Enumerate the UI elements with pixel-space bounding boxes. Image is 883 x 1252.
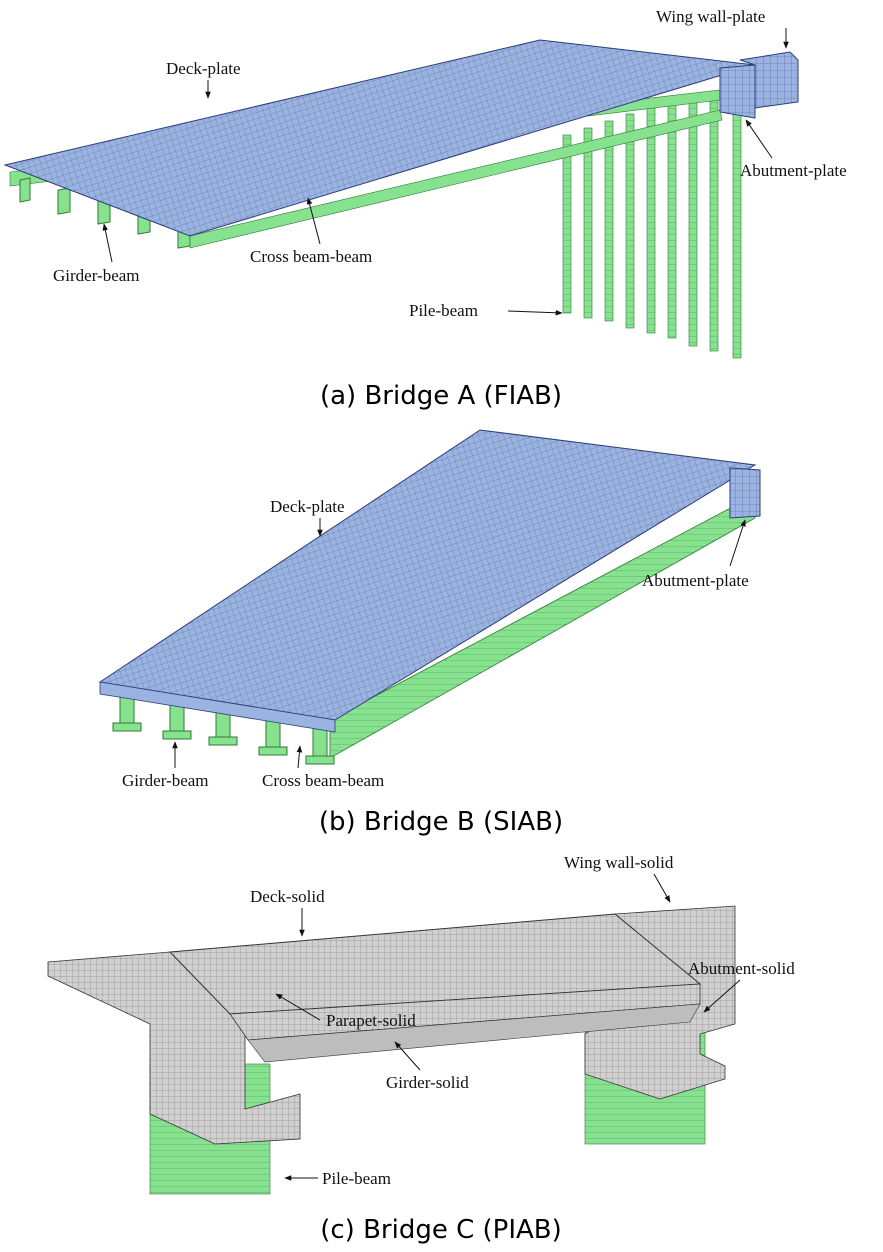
panel-bridge-c: Wing wall-solid Deck-solid Abutment-soli… — [0, 844, 883, 1252]
bridge-b-abutment — [729, 467, 761, 519]
caption-bridge-c: (c) Bridge C (PIAB) — [320, 1215, 562, 1245]
label-abutment-solid: Abutment-solid — [688, 959, 795, 978]
caption-bridge-b: (b) Bridge B (SIAB) — [319, 807, 563, 837]
label-abutment-plate-b: Abutment-plate — [642, 571, 749, 590]
label-pile-beam-c: Pile-beam — [322, 1169, 391, 1188]
bridge-a-abutment — [719, 64, 756, 119]
bridge-a-wing-wall — [739, 51, 799, 109]
label-cross-beam-beam-b: Cross beam-beam — [262, 771, 384, 790]
bridge-b-girder-side — [329, 494, 756, 759]
bridge-c-figure: Wing wall-solid Deck-solid Abutment-soli… — [47, 853, 795, 1245]
label-cross-beam-beam: Cross beam-beam — [250, 247, 372, 266]
label-girder-beam: Girder-beam — [53, 266, 140, 285]
label-pile-beam: Pile-beam — [409, 301, 478, 320]
label-wing-wall-plate: Wing wall-plate — [656, 7, 765, 26]
label-girder-beam-b: Girder-beam — [122, 771, 209, 790]
label-deck-solid: Deck-solid — [250, 887, 325, 906]
bridge-a-figure: Deck-plate Wing wall-plate Abutment-plat… — [3, 7, 847, 411]
label-deck-plate-b: Deck-plate — [270, 497, 345, 516]
label-parapet-solid: Parapet-solid — [326, 1011, 416, 1030]
bridge-b-figure: Deck-plate Abutment-plate Girder-beam Cr… — [98, 429, 761, 837]
label-deck-plate: Deck-plate — [166, 59, 241, 78]
panel-bridge-b: Deck-plate Abutment-plate Girder-beam Cr… — [0, 420, 883, 844]
label-abutment-plate: Abutment-plate — [740, 161, 847, 180]
caption-bridge-a: (a) Bridge A (FIAB) — [320, 381, 562, 411]
panel-bridge-a: Deck-plate Wing wall-plate Abutment-plat… — [0, 0, 883, 420]
label-girder-solid: Girder-solid — [386, 1073, 469, 1092]
label-wing-wall-solid: Wing wall-solid — [564, 853, 674, 872]
